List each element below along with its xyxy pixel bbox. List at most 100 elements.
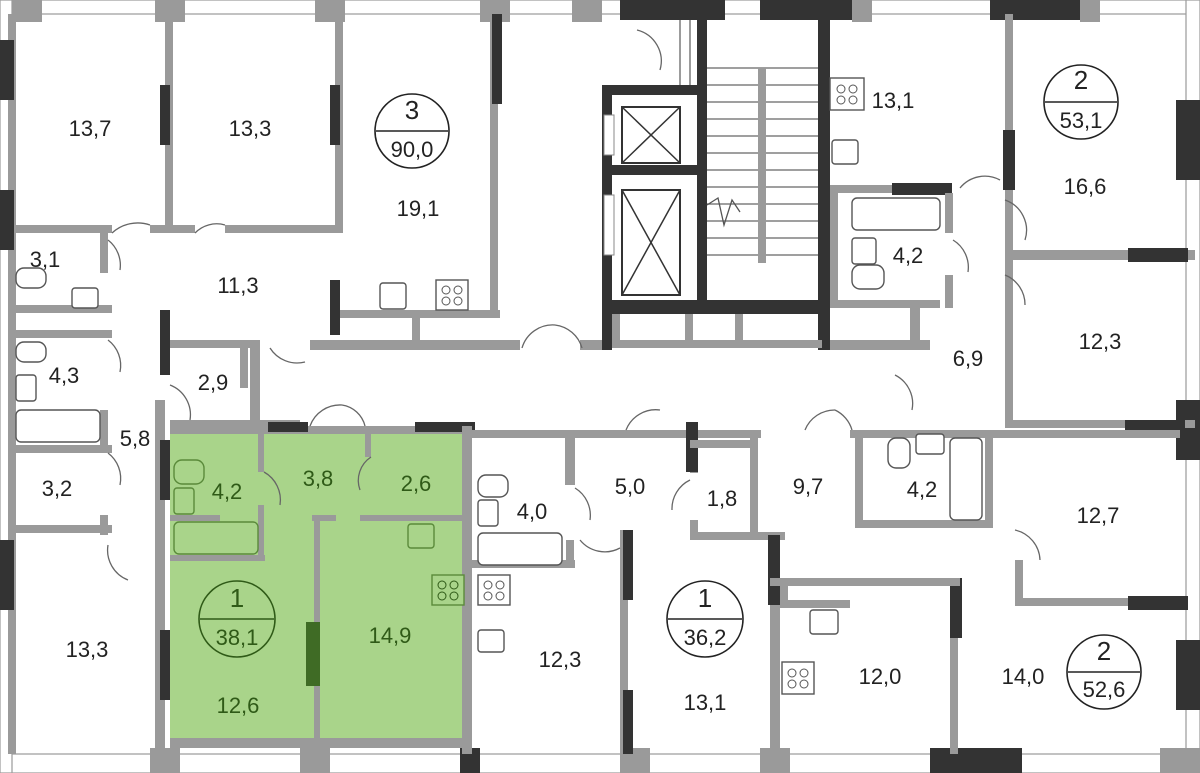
room-area: 12,3 [539,647,582,672]
door-icon [894,374,914,411]
elevator-shaft-2 [603,189,681,296]
facade-wall [990,0,1082,20]
room-area: 19,1 [397,196,440,221]
window-right [1185,0,1200,773]
bathtub-icon [949,437,983,521]
room-area: 4,3 [49,363,80,388]
facade-wall [1176,100,1200,180]
room-area: 5,8 [120,426,151,451]
room-area: 13,3 [66,637,109,662]
bathtub-icon [173,521,259,555]
elevator-shaft-1 [603,106,681,164]
sink-icon [173,487,195,515]
door-icon [269,347,306,364]
door-icon [357,456,372,491]
room-area: 12,6 [217,693,260,718]
room-area: 13,3 [229,116,272,141]
apartment-badge[interactable]: 2 52,6 [1066,634,1142,710]
door-icon [194,223,226,234]
room-area: 11,3 [217,273,258,298]
door-icon [671,479,691,511]
room-area: 2,6 [401,471,432,496]
sink-icon [477,499,499,527]
door-icon [106,544,129,581]
door-icon [574,487,591,521]
stairs-icon [679,20,818,263]
room-area: 4,2 [907,477,938,502]
room-area: 14,9 [369,623,412,648]
apartment-badge[interactable]: 1 36,2 [666,580,744,658]
stove-icon [781,661,815,695]
toilet-icon [15,267,47,289]
room-area: 16,6 [1064,174,1107,199]
room-labels: 13,7 13,3 19,1 13,1 16,6 3,1 11,3 4,2 4,… [30,88,1122,718]
sink-icon [379,282,407,310]
door-icon [107,239,121,271]
door-icon [521,324,556,349]
sink-icon [809,609,839,635]
door-icon [111,222,151,234]
toilet-icon [173,459,205,485]
bathtub-icon [477,532,563,566]
room-area: 4,0 [517,499,548,524]
room-area: 2,9 [198,370,229,395]
highlight-partition [306,622,320,686]
sink-icon [71,287,99,309]
door-icon [554,324,583,349]
door-icon [341,404,366,427]
door-icon [107,452,122,486]
door-icon [804,409,836,431]
room-area: 3,1 [30,247,61,272]
room-area: 9,7 [793,474,824,499]
facade-wall [1176,640,1200,710]
room-area: 13,7 [69,116,112,141]
door-icon [959,175,1001,189]
stove-icon [435,279,469,311]
apartment-area: 36,2 [684,625,727,650]
door-icon [636,29,662,71]
stove-icon [829,77,865,111]
stove-icon [431,574,465,606]
fixtures [15,77,983,695]
bathtub-icon [15,409,101,443]
apartment-badge[interactable]: 3 90,0 [374,93,450,169]
room-area: 14,0 [1002,664,1045,689]
room-area: 12,0 [859,664,902,689]
door-icon [834,409,853,431]
facade-wall [760,0,852,20]
apartment-area: 52,6 [1083,677,1126,702]
door-icon [169,384,192,421]
door-icon [579,539,621,553]
room-count: 2 [1074,65,1088,95]
apartment-badge-highlighted[interactable]: 1 38,1 [198,580,276,658]
door-icon [107,339,122,373]
sink-icon [915,433,945,455]
room-area: 6,9 [953,346,984,371]
room-area: 3,2 [42,476,73,501]
facade-wall [930,748,1022,773]
room-area: 13,1 [872,88,915,113]
facade-wall [620,0,725,20]
facade-wall [460,748,480,773]
room-area: 4,2 [212,479,243,504]
room-area: 4,2 [893,243,924,268]
room-area: 12,3 [1079,329,1122,354]
door-icon [952,239,969,273]
apartment-area: 53,1 [1060,108,1103,133]
toilet-icon [15,341,47,363]
room-count: 1 [698,583,712,613]
door-icon [309,404,343,427]
sink-icon [407,523,435,549]
room-count: 3 [405,95,419,125]
sink-icon [851,237,877,265]
toilet-icon [477,474,509,498]
door-icon [625,409,661,431]
room-count: 2 [1097,636,1111,666]
room-area: 1,8 [707,486,738,511]
toilet-icon [887,437,911,469]
apartment-area: 90,0 [391,137,434,162]
apartment-badge[interactable]: 2 53,1 [1043,64,1119,140]
room-count: 1 [230,583,244,613]
room-area: 5,0 [615,474,646,499]
